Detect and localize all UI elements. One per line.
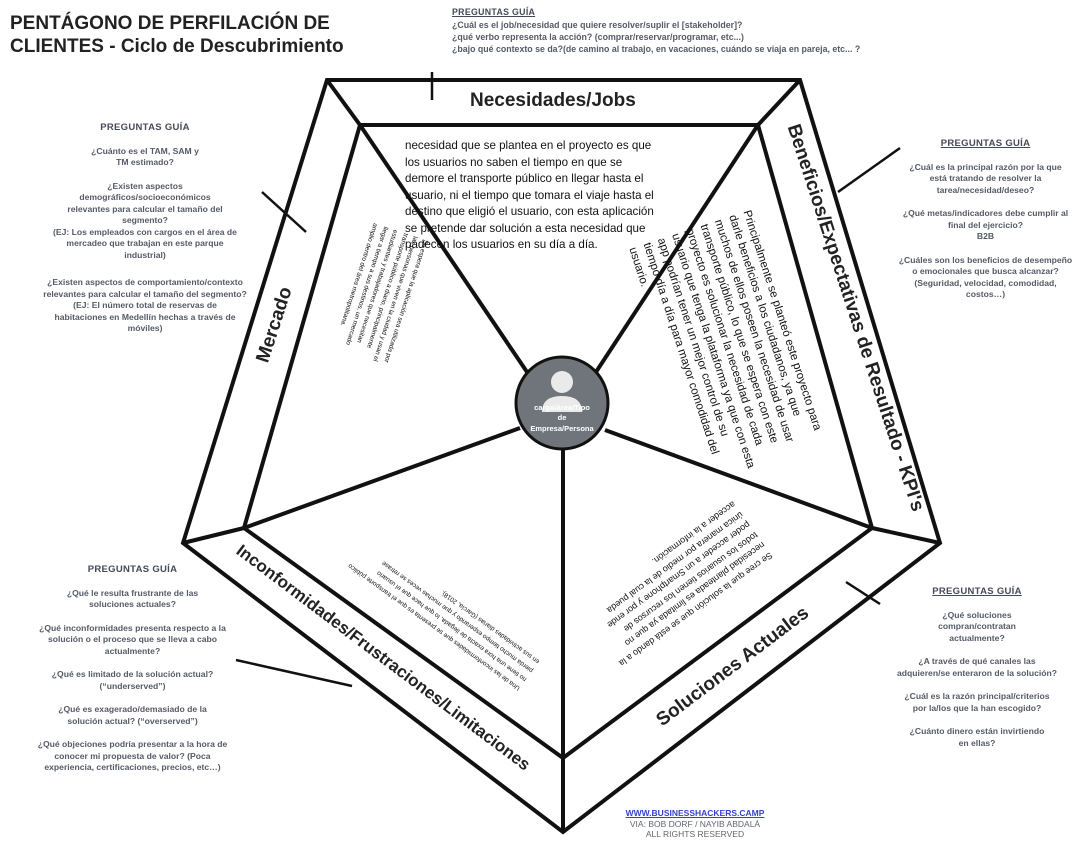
guide-question: ¿Existen aspectos demográficos/socioecon… <box>67 180 223 226</box>
guide-line: ¿bajo qué contexto se da?(de camino al t… <box>452 44 861 54</box>
answer-line: necesidad que se plantea en el proyecto … <box>405 139 652 152</box>
guide-heading: PREGUNTAS GUÍA <box>932 586 1022 597</box>
pointer-line <box>261 191 307 233</box>
corner-link <box>871 526 941 545</box>
market-guide-questions: PREGUNTAS GUÍA ¿Cuánto es el TAM, SAM y … <box>40 122 250 335</box>
guide-heading: PREGUNTAS GUÍA <box>452 7 536 17</box>
guide-question: ¿Cuánto dinero están invirtiendo en ella… <box>909 726 1045 748</box>
needs-guide-questions: PREGUNTAS GUÍA ¿Cuál es el job/necesidad… <box>452 6 1072 55</box>
guide-heading: PREGUNTAS GUÍA <box>100 122 190 133</box>
person-icon <box>542 396 582 412</box>
answer-line: los usuarios no saben el tiempo en que s… <box>405 155 623 169</box>
needs-answer-text: necesidad que se plantea en el proyecto … <box>405 138 725 254</box>
credit-link[interactable]: WWW.BUSINESSHACKERS.CAMP <box>625 808 765 818</box>
center-label: de <box>558 413 567 422</box>
benefits-guide-questions: PREGUNTAS GUÍA ¿Cuál es la principal raz… <box>898 138 1073 301</box>
pointer-line <box>235 658 353 688</box>
answer-line: destino que eligió el usuario, con esta … <box>405 205 654 218</box>
guide-question: ¿Cuál es la razón principal/criterios po… <box>904 691 1050 713</box>
guide-question: ¿Qué es exagerado/demasiado de la soluci… <box>58 704 207 726</box>
credit-footer: WWW.BUSINESSHACKERS.CAMP VIA: BOB DORF /… <box>590 808 800 840</box>
person-icon <box>551 371 573 393</box>
answer-line: padecen los usuarios en su día a día. <box>405 238 598 251</box>
guide-question: ¿Qué es limitado de la solución actual? … <box>51 669 214 691</box>
guide-question: ¿Qué soluciones compran/contratan actual… <box>938 609 1016 643</box>
spoke <box>358 123 529 374</box>
solutions-guide-questions: PREGUNTAS GUÍA ¿Qué soluciones compran/c… <box>892 586 1062 749</box>
outer-pentagon <box>180 78 943 835</box>
guide-tag: B2B <box>976 231 995 241</box>
frustrations-guide-questions: PREGUNTAS GUÍA ¿Qué le resulta frustrant… <box>30 564 235 774</box>
answer-line: se pretende dar solución a esta necesida… <box>405 221 646 235</box>
spoke <box>594 123 760 374</box>
credit-rights: ALL RIGHTS RESERVED <box>645 829 745 839</box>
credit-via: VIA: BOB DORF / NAYIB ABDALÁ <box>629 818 761 829</box>
guide-heading: PREGUNTAS GUÍA <box>940 138 1031 149</box>
guide-question: ¿Qué le resulta frustrante de las soluci… <box>66 587 199 610</box>
guide-question: ¿Cuál es la principal razón por la que e… <box>909 161 1062 195</box>
guide-heading: PREGUNTAS GUÍA <box>87 564 178 575</box>
corner-link <box>325 78 362 127</box>
guide-question: ¿A través de qué canales las adquieren/s… <box>897 656 1057 678</box>
corner-link <box>182 526 245 545</box>
guide-question: ¿Qué inconformidades presenta respecto a… <box>39 622 226 656</box>
page-title: PENTÁGONO DE PERFILACIÓN DE CLIENTES - C… <box>10 13 344 57</box>
guide-example: (EJ: El número total de reservas de habi… <box>54 300 236 333</box>
answer-line: usuario, ni el tiempo que tomara el viaj… <box>405 188 654 202</box>
corner-link <box>756 78 802 127</box>
guide-question: ¿Cuáles son los beneficios de desempeño … <box>898 254 1073 300</box>
inner-pentagon <box>241 123 875 761</box>
answer-line: demore el transporte público en llegar h… <box>405 172 644 185</box>
center-label: cargo/área/Tipo <box>534 403 590 412</box>
section-label-needs: Necesidades/Jobs <box>470 90 636 111</box>
guide-question: ¿Existen aspectos de comportamiento/cont… <box>43 277 247 299</box>
guide-question: ¿Qué objeciones podría presentar a la ho… <box>37 739 228 772</box>
pointer-line <box>845 580 881 606</box>
spoke <box>604 428 873 530</box>
spoke <box>243 426 521 530</box>
center-label: Empresa/Persona <box>530 424 594 433</box>
pointer-line <box>837 146 901 194</box>
guide-example: (EJ: Los empleados con cargos en el área… <box>53 226 237 260</box>
guide-line: ¿Cuál es el job/necesidad que quiere res… <box>452 20 743 30</box>
guide-question: ¿Cuánto es el TAM, SAM y TM estimado? <box>91 145 199 168</box>
guide-line: ¿qué verbo representa la acción? (compra… <box>452 32 744 42</box>
guide-question: ¿Qué metas/indicadores debe cumplir al f… <box>902 208 1069 230</box>
